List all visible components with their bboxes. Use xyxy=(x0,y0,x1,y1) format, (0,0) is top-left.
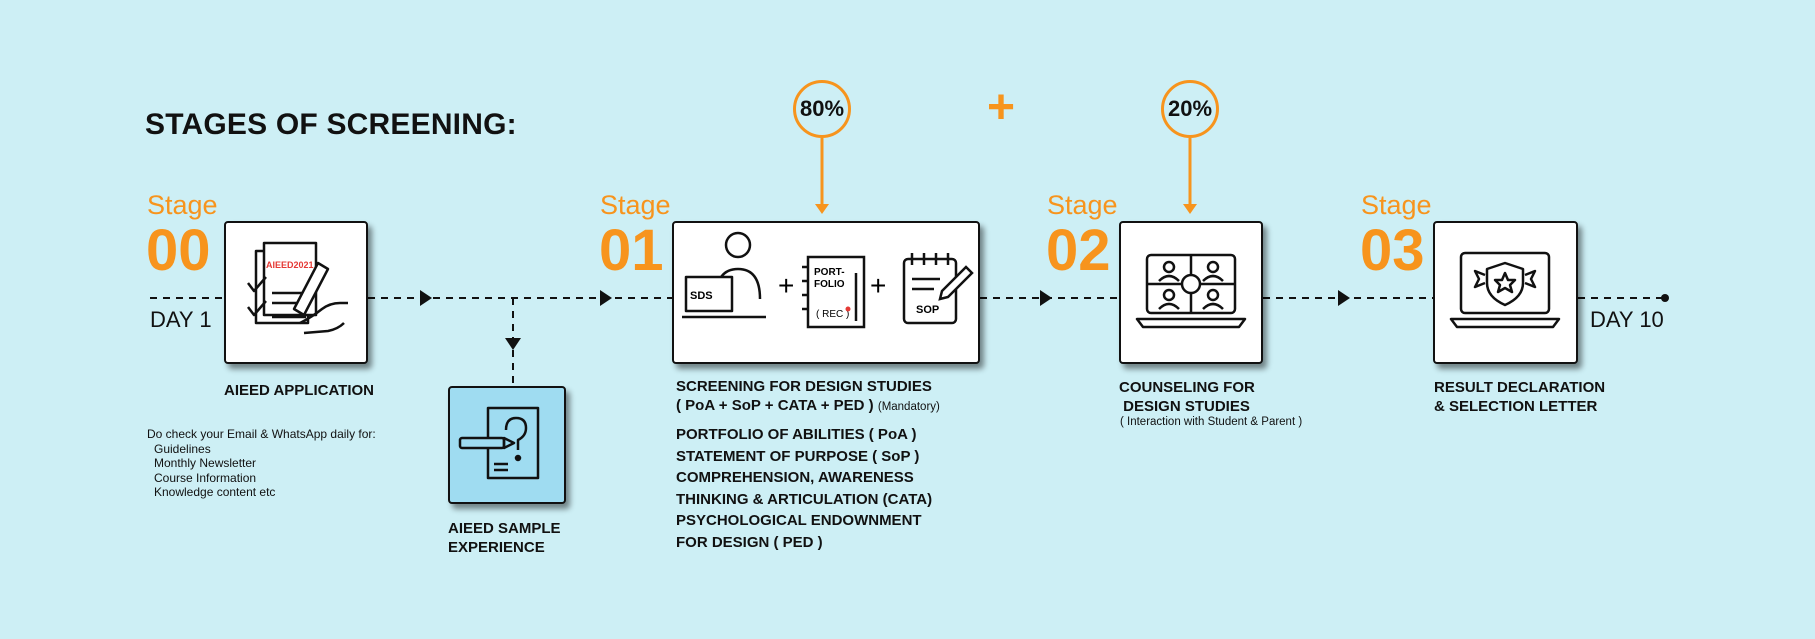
update-note-item: Knowledge content etc xyxy=(154,485,276,499)
update-note-heading: Do check your Email & WhatsApp daily for… xyxy=(147,427,376,441)
screening-icons: SDS + PORT- FOLIO ( REC ) + SOP xyxy=(682,231,974,329)
stage-02-label-line: COUNSELING FOR xyxy=(1119,379,1255,396)
component-item: THINKING & ARTICULATION (CATA) xyxy=(676,490,933,508)
sop-text: SOP xyxy=(916,304,939,316)
portfolio-text-bottom: FOLIO xyxy=(814,279,845,290)
sample-label-line: AIEED SAMPLE xyxy=(448,520,561,537)
stage-02-label: COUNSELING FOR DESIGN STUDIES xyxy=(1119,378,1255,416)
video-call-laptop-icon xyxy=(1135,253,1247,329)
stage-03-number: 03 xyxy=(1360,218,1425,283)
stage-00-box: AIEED2021 xyxy=(224,221,368,364)
day-end-label: DAY 10 xyxy=(1590,307,1664,332)
certificate-laptop-icon xyxy=(1449,251,1561,329)
stage-02-word: Stage xyxy=(1047,190,1118,220)
update-note-item: Guidelines xyxy=(154,441,211,456)
stage-02-box xyxy=(1119,221,1263,364)
portfolio-text-top: PORT- xyxy=(814,267,845,278)
stage-03-word: Stage xyxy=(1361,190,1432,220)
stage-03-label-line: & SELECTION LETTER xyxy=(1434,398,1598,415)
plus-sign: + xyxy=(870,270,886,301)
component-item: COMPREHENSION, AWARENESS xyxy=(676,469,914,486)
stage-01-label: SCREENING FOR DESIGN STUDIES ( PoA + SoP… xyxy=(676,377,940,417)
rec-dot xyxy=(845,306,851,312)
component-item: PSYCHOLOGICAL ENDOWNMENT xyxy=(676,512,922,529)
sample-label: AIEED SAMPLE EXPERIENCE xyxy=(448,519,561,557)
stage-03-label-line: RESULT DECLARATION xyxy=(1434,379,1606,396)
screening-components: PORTFOLIO OF ABILITIES ( PoA ) STATEMENT… xyxy=(676,424,932,553)
stage-02-number: 02 xyxy=(1046,218,1111,283)
stage-01-weight: 80% xyxy=(793,80,851,138)
update-note-item: Course Information xyxy=(154,470,257,485)
stage-01-number: 01 xyxy=(599,218,664,283)
stage-01-label-line: SCREENING FOR DESIGN STUDIES xyxy=(676,378,932,395)
sds-text: SDS xyxy=(690,290,713,302)
weight-plus: + xyxy=(987,81,1016,134)
stage-03-label: RESULT DECLARATION & SELECTION LETTER xyxy=(1434,378,1605,416)
plus-sign: + xyxy=(778,270,794,301)
stage-01-label-line: ( PoA + SoP + CATA + PED ) (Mandatory) xyxy=(676,397,940,414)
application-form-icon: AIEED2021 xyxy=(247,241,348,335)
stage-01-box: SDS + PORT- FOLIO ( REC ) + SOP xyxy=(672,221,980,364)
stage-02-weight: 20% xyxy=(1161,80,1219,138)
sample-label-line: EXPERIENCE xyxy=(448,539,545,556)
update-note-item: Monthly Newsletter xyxy=(154,456,257,470)
component-item: PORTFOLIO OF ABILITIES ( PoA ) xyxy=(676,426,917,443)
aieed-form-text: AIEED2021 xyxy=(266,260,314,270)
page-title: STAGES OF SCREENING: xyxy=(145,108,517,141)
question-document-icon xyxy=(458,406,540,480)
day-start-label: DAY 1 xyxy=(150,307,212,332)
stage-00-label: AIEED APPLICATION xyxy=(224,382,375,399)
timeline-arrows xyxy=(420,290,1669,350)
component-item: FOR DESIGN ( PED ) xyxy=(676,533,823,551)
component-item: STATEMENT OF PURPOSE ( SoP ) xyxy=(676,447,920,465)
stage-02-sub: ( Interaction with Student & Parent ) xyxy=(1120,416,1303,428)
stage-01-mandatory: (Mandatory) xyxy=(877,401,940,413)
stage-03-box xyxy=(1433,221,1578,364)
rec-text: ( REC ) xyxy=(816,309,849,320)
update-note: Do check your Email & WhatsApp daily for… xyxy=(147,427,376,500)
stage-01-word: Stage xyxy=(600,190,671,220)
stage-02-label-line: DESIGN STUDIES xyxy=(1119,398,1250,415)
stage-00-word: Stage xyxy=(147,190,218,220)
stage-00-number: 00 xyxy=(146,218,211,283)
sample-box xyxy=(448,386,566,504)
